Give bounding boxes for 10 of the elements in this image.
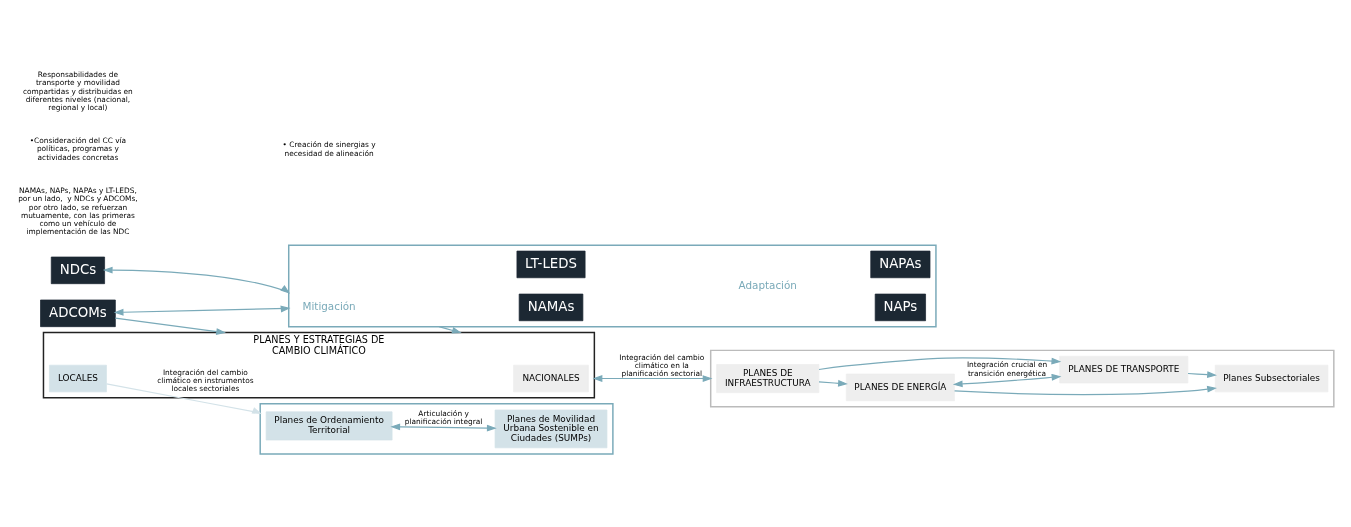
label: • Creación de sinergias y necesidad de alineación: [282, 140, 376, 158]
node-text: Mitigación: [302, 300, 356, 313]
node-text: Adaptación: [738, 278, 797, 291]
edge-label: Integración del cambio climático en la planificación sectorial: [619, 353, 705, 379]
label: NAMAs, NAPs, NAPAs y LT-LEDS, por un lado, y NDCs y ADCOMs, por otro lado, se refuerzan mutuamente, con las primeras como un vehículo de implementación de las NDC: [18, 186, 138, 237]
label: Responsabilidades de transporte y movilidad compartidas y distribuidas en diferentes niveles (nacional, regional y local): [23, 70, 133, 112]
edge-label: Articulación y planificación integral: [404, 409, 483, 427]
edge-label: Integración crucial en transición energética: [966, 360, 1048, 378]
label: •Consideración del CC vía políticas, programas y actividades concretas: [29, 136, 127, 162]
edge-label: Integración del cambio climático en instrumentos locales sectoriales: [157, 367, 254, 394]
